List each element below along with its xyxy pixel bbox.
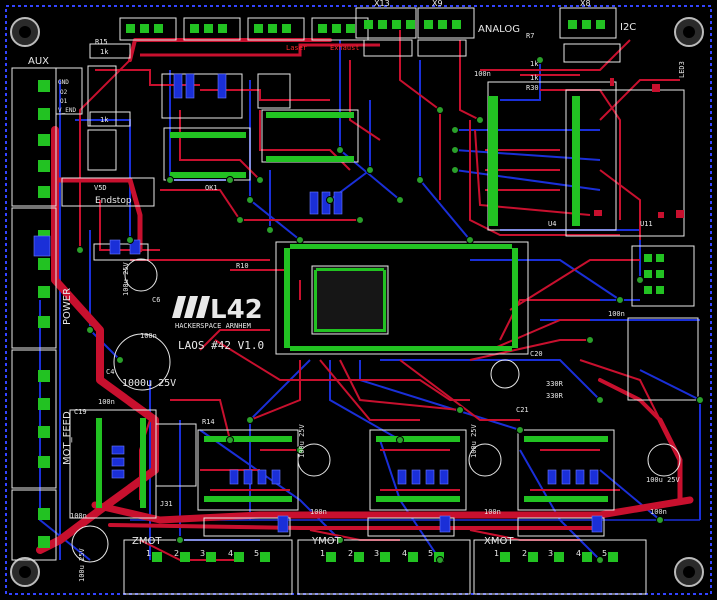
svg-text:1: 1: [146, 549, 151, 558]
c11-value: 100u 25V: [646, 476, 681, 484]
board-title: LAOS #42 V1.0: [178, 339, 264, 352]
zmot-pin-numbers: 1 2 3 4 5: [146, 549, 259, 558]
c21-label: C21: [516, 406, 529, 414]
mounting-hole-br: [674, 557, 704, 587]
r-1k-b: 1k: [100, 116, 109, 124]
r-330r-a: 330R: [546, 380, 564, 388]
svg-text:4: 4: [576, 549, 581, 558]
svg-text:5: 5: [254, 549, 259, 558]
top-copper-traces: [79, 30, 680, 561]
x8-label: X8: [580, 0, 591, 8]
r30-label: R30: [526, 84, 539, 92]
r-330r-b: 330R: [546, 392, 564, 400]
hackerspace-logo: L42: [172, 295, 263, 325]
j31-label: J31: [160, 500, 173, 508]
zmot-label: ZMOT: [132, 536, 162, 547]
svg-text:2: 2: [522, 549, 527, 558]
cap-100n-h: 100n: [474, 70, 491, 78]
c4-value: 1000u 25V: [122, 378, 176, 389]
bottom-smd-pads: [33, 73, 603, 533]
aux-pin-vend: V_END: [58, 107, 76, 114]
component-labels: R15 1k 1k 1k 1k R7 R30 R10 330R 330R C6 …: [70, 32, 686, 582]
silkscreen-outlines: [11, 7, 699, 595]
c6-value: 100u 25V: [122, 261, 130, 296]
vias: [76, 56, 704, 564]
ymot-label: YMOT: [311, 536, 342, 547]
svg-text:3: 3: [200, 549, 205, 558]
xmot-label: XMOT: [484, 536, 514, 547]
u11-label: U11: [640, 220, 653, 228]
power-label: POWER: [62, 288, 73, 325]
x9-label: X9: [432, 0, 443, 8]
endstop-label: Endstop: [95, 196, 132, 206]
x13-label: X13: [374, 0, 390, 8]
c6-label: C6: [152, 296, 160, 304]
cap-100n-b: 100n: [98, 398, 115, 406]
cap-100n-c: 100n: [310, 508, 327, 516]
aux-pin-o2: O2: [60, 89, 68, 96]
r10-label: R10: [236, 262, 249, 270]
c9-value: 100u 25V: [298, 423, 306, 458]
c20-label: C20: [530, 350, 543, 358]
r7-label: R7: [526, 32, 534, 40]
c2-value: 100u 25V: [78, 547, 86, 582]
polarity-markers: [594, 78, 684, 218]
svg-text:4: 4: [228, 549, 233, 558]
svg-text:3: 3: [548, 549, 553, 558]
c10-value: 100u 25V: [470, 423, 478, 458]
r14-label: R14: [202, 418, 215, 426]
cap-100n-e: 100n: [650, 508, 667, 516]
mot-feed-label: MOT_FEED: [62, 411, 73, 465]
svg-text:2: 2: [348, 549, 353, 558]
smd-pads: [96, 96, 608, 508]
c4-label: C4: [106, 368, 114, 376]
exhaust-label: Exhaust: [330, 44, 360, 52]
cap-100n-g: 100n: [70, 512, 87, 520]
cap-100n-d: 100n: [484, 508, 501, 516]
svg-text:5: 5: [428, 549, 433, 558]
svg-text:1: 1: [494, 549, 499, 558]
ymot-pin-numbers: 1 2 3 4 5: [320, 549, 433, 558]
svg-text:3: 3: [374, 549, 379, 558]
mounting-hole-tr: [674, 17, 704, 47]
r15-label: R15: [95, 38, 108, 46]
mounting-hole-tl: [10, 17, 40, 47]
analog-label: ANALOG: [478, 24, 520, 35]
xmot-pin-numbers: 1 2 3 4 5: [494, 549, 607, 558]
u4-label: U4: [548, 220, 556, 228]
svg-text:1: 1: [320, 549, 325, 558]
logo-subtitle: HACKERSPACE ARNHEM: [175, 322, 251, 330]
aux-pin-gnd: GND: [58, 79, 69, 86]
mounting-hole-bl: [10, 557, 40, 587]
v5d-label: V5D: [94, 184, 107, 192]
cap-100n-a: 100n: [140, 332, 157, 340]
r-1k-a: 1k: [100, 48, 109, 56]
cap-100n-f: 100n: [608, 310, 625, 318]
svg-text:4: 4: [402, 549, 407, 558]
c19-label: C19: [74, 408, 87, 416]
svg-text:2: 2: [174, 549, 179, 558]
logo-text: L42: [210, 295, 263, 325]
svg-text:5: 5: [602, 549, 607, 558]
aux-pin-o1: O1: [60, 98, 68, 105]
laser-label: Laser: [286, 44, 307, 52]
r-1k-d: 1k: [530, 74, 539, 82]
aux-label: AUX: [28, 56, 49, 67]
r-1k-c: 1k: [530, 60, 539, 68]
led3-label: LED3: [678, 61, 686, 78]
i2c-label: I2C: [620, 22, 636, 33]
ok1-label: OK1: [205, 184, 218, 192]
component-pads: [38, 20, 664, 562]
